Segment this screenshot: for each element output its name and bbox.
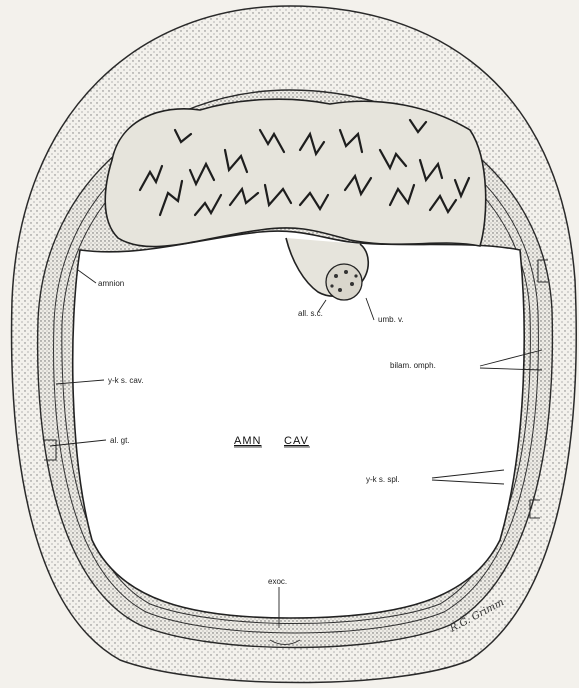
label-allantoic-gut: al. gt. <box>110 436 130 445</box>
label-allantoic-sac: all. s.c. <box>298 309 323 318</box>
label-yolk-sac-cavity: y-k s. cav. <box>108 376 143 385</box>
label-yolk-sac-splanchnopleure: y-k s. spl. <box>366 475 400 484</box>
umbilical-vessel <box>326 264 362 300</box>
label-cav: CAV <box>284 435 309 447</box>
label-amn: AMN <box>234 435 261 447</box>
label-exocoelom: exoc. <box>268 577 287 586</box>
amniotic-cavity <box>73 231 524 618</box>
label-amnion: amnion <box>98 279 124 288</box>
label-umbilical-vein: umb. v. <box>378 315 404 324</box>
label-bilaminar-omphalopleure: bilam. omph. <box>390 361 436 370</box>
placenta <box>105 99 485 246</box>
